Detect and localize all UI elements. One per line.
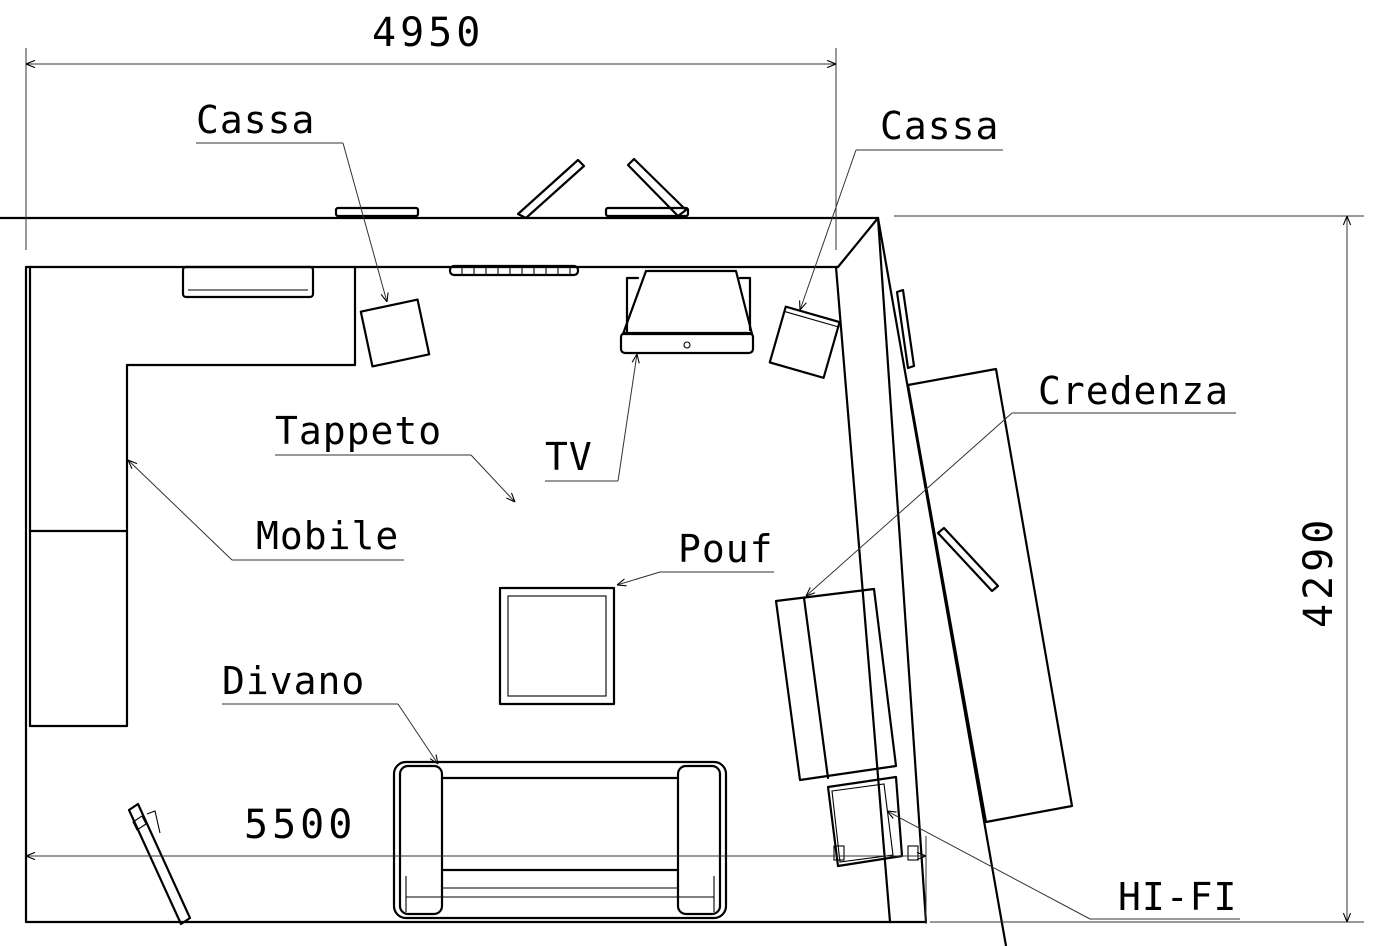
callout-tappeto: Tappeto <box>275 409 515 502</box>
callout-cassa-right: Cassa <box>800 104 1003 310</box>
label-divano: Divano <box>222 659 365 703</box>
dimension-right: 4290 <box>894 215 1364 923</box>
pouf <box>498 586 616 706</box>
credenza <box>774 587 898 782</box>
dimension-top-label: 4950 <box>372 10 484 56</box>
callout-divano: Divano <box>222 659 438 764</box>
callout-tv: TV <box>545 354 637 482</box>
label-hifi: HI-FI <box>1118 875 1237 919</box>
hifi-unit <box>826 775 919 868</box>
label-credenza: Credenza <box>1038 369 1229 413</box>
label-cassa-right: Cassa <box>880 104 999 148</box>
callout-hifi: HI-FI <box>887 811 1240 920</box>
callout-credenza: Credenza <box>806 369 1236 596</box>
label-mobile: Mobile <box>256 514 399 558</box>
label-cassa-left: Cassa <box>196 98 315 142</box>
speaker-left <box>359 298 431 368</box>
tv <box>619 269 755 355</box>
callout-mobile: Mobile <box>128 460 404 561</box>
callout-cassa-left: Cassa <box>196 98 387 302</box>
speaker-right <box>768 305 841 379</box>
mobile-unit <box>28 265 357 728</box>
room-walls <box>0 216 1008 946</box>
right-wall-openings <box>895 288 1074 824</box>
door-bottom-left <box>127 802 192 926</box>
radiator <box>448 264 580 277</box>
dimension-bottom-label: 5500 <box>244 802 356 848</box>
dimension-bottom: 5500 <box>26 802 927 924</box>
dimension-top: 4950 <box>25 10 837 250</box>
top-wall-openings <box>334 157 690 277</box>
label-pouf: Pouf <box>678 527 774 571</box>
callout-pouf: Pouf <box>617 527 774 585</box>
divano-sofa <box>392 760 728 920</box>
label-tappeto: Tappeto <box>275 409 442 453</box>
dimension-right-label: 4290 <box>1296 516 1342 628</box>
label-tv: TV <box>545 435 593 479</box>
